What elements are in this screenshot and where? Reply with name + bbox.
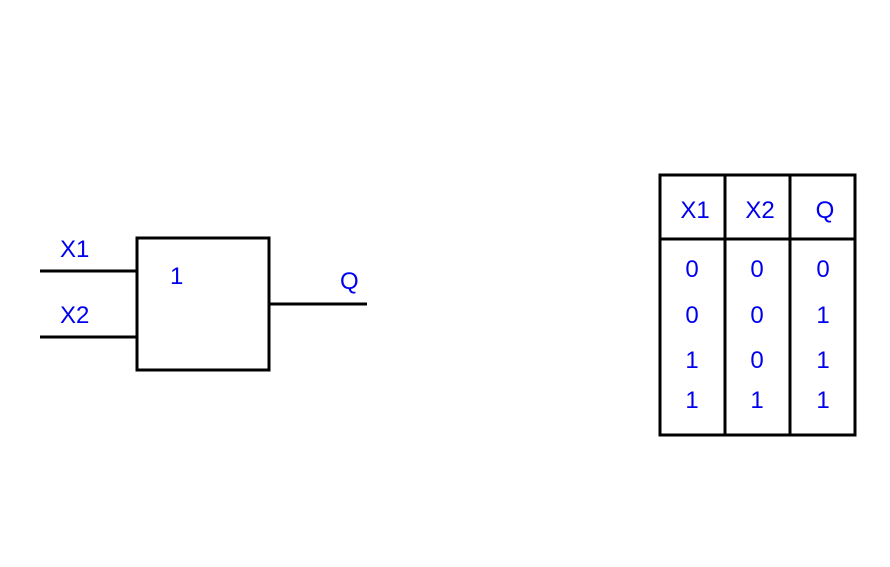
gate-symbol: 1 bbox=[170, 263, 184, 290]
truth-table-cell: 0 bbox=[750, 347, 764, 374]
truth-table-header: X2 bbox=[745, 197, 775, 224]
output-label-q: Q bbox=[340, 268, 359, 295]
truth-table-header: X1 bbox=[680, 197, 710, 224]
truth-table-cell: 1 bbox=[685, 347, 699, 374]
truth-table-cell: 1 bbox=[750, 387, 764, 414]
truth-table-cell: 0 bbox=[750, 302, 764, 329]
truth-table-cell: 1 bbox=[816, 387, 830, 414]
truth-table-cell: 0 bbox=[685, 302, 699, 329]
truth-table-header: Q bbox=[815, 197, 835, 224]
gate-box bbox=[135, 236, 271, 372]
truth-table-cell: 1 bbox=[816, 302, 830, 329]
truth-table-frame bbox=[658, 173, 857, 437]
truth-table-cell: 0 bbox=[750, 256, 764, 283]
truth-table-cell: 0 bbox=[685, 256, 699, 283]
truth-table-cell: 0 bbox=[816, 256, 830, 283]
truth-table-cell: 1 bbox=[816, 347, 830, 374]
truth-table-cell: 1 bbox=[685, 387, 699, 414]
input-label-x1: X1 bbox=[60, 236, 90, 263]
input-label-x2: X2 bbox=[60, 302, 90, 329]
